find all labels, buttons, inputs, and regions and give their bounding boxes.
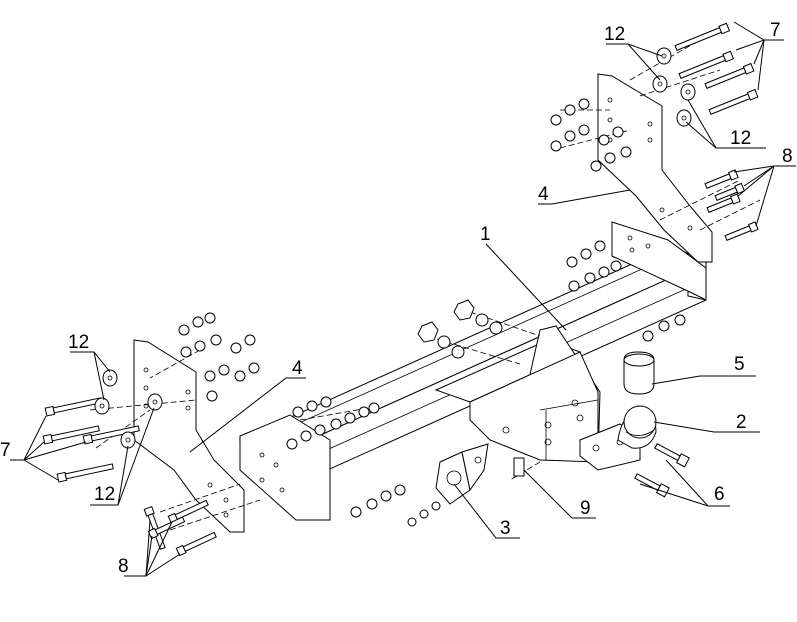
label-ball-cover: 5 [734, 354, 745, 375]
tow-ball-assembly [579, 405, 657, 471]
assembly-lines [89, 39, 761, 531]
label-bolts-left: 7 [0, 440, 11, 461]
left-bolts-7 [42, 397, 140, 483]
label-bracket-right: 4 [538, 184, 549, 205]
right-washers-12 [652, 47, 696, 127]
part-labels: 1 2 3 4 4 5 6 7 7 8 8 9 12 12 12 12 [0, 20, 793, 577]
label-bolts-8-right: 8 [782, 146, 793, 167]
label-tow-ball: 2 [736, 412, 747, 433]
label-bolts-right: 7 [770, 20, 781, 41]
right-end-plate [611, 221, 707, 301]
socket-plate [435, 443, 489, 505]
leader-lines [10, 21, 796, 577]
label-socket-plate: 3 [500, 518, 511, 539]
label-washers-right-bottom: 12 [730, 128, 751, 149]
right-bolts-7 [674, 22, 759, 115]
left-bolts-8 [143, 499, 217, 557]
label-bolts-ball: 6 [714, 484, 725, 505]
right-bolts-8 [704, 169, 759, 241]
label-bolt-9: 9 [580, 498, 591, 519]
left-nuts [178, 312, 260, 402]
label-washers-left-bottom: 12 [94, 484, 115, 505]
left-washers-12 [94, 369, 163, 449]
tow-bracket [434, 325, 601, 463]
label-bracket-left: 4 [292, 358, 303, 379]
beam-left-nuts [286, 396, 441, 527]
right-nuts [550, 98, 686, 342]
label-main-beam: 1 [480, 224, 491, 245]
label-washers-left-top: 12 [68, 332, 89, 353]
center-nuts [417, 299, 525, 477]
label-washers-right-top: 12 [604, 24, 625, 45]
left-vertical-bracket [133, 339, 245, 533]
ball-cover [623, 351, 655, 395]
label-bolts-8-left: 8 [118, 556, 129, 577]
ball-bolts-6 [634, 443, 690, 498]
